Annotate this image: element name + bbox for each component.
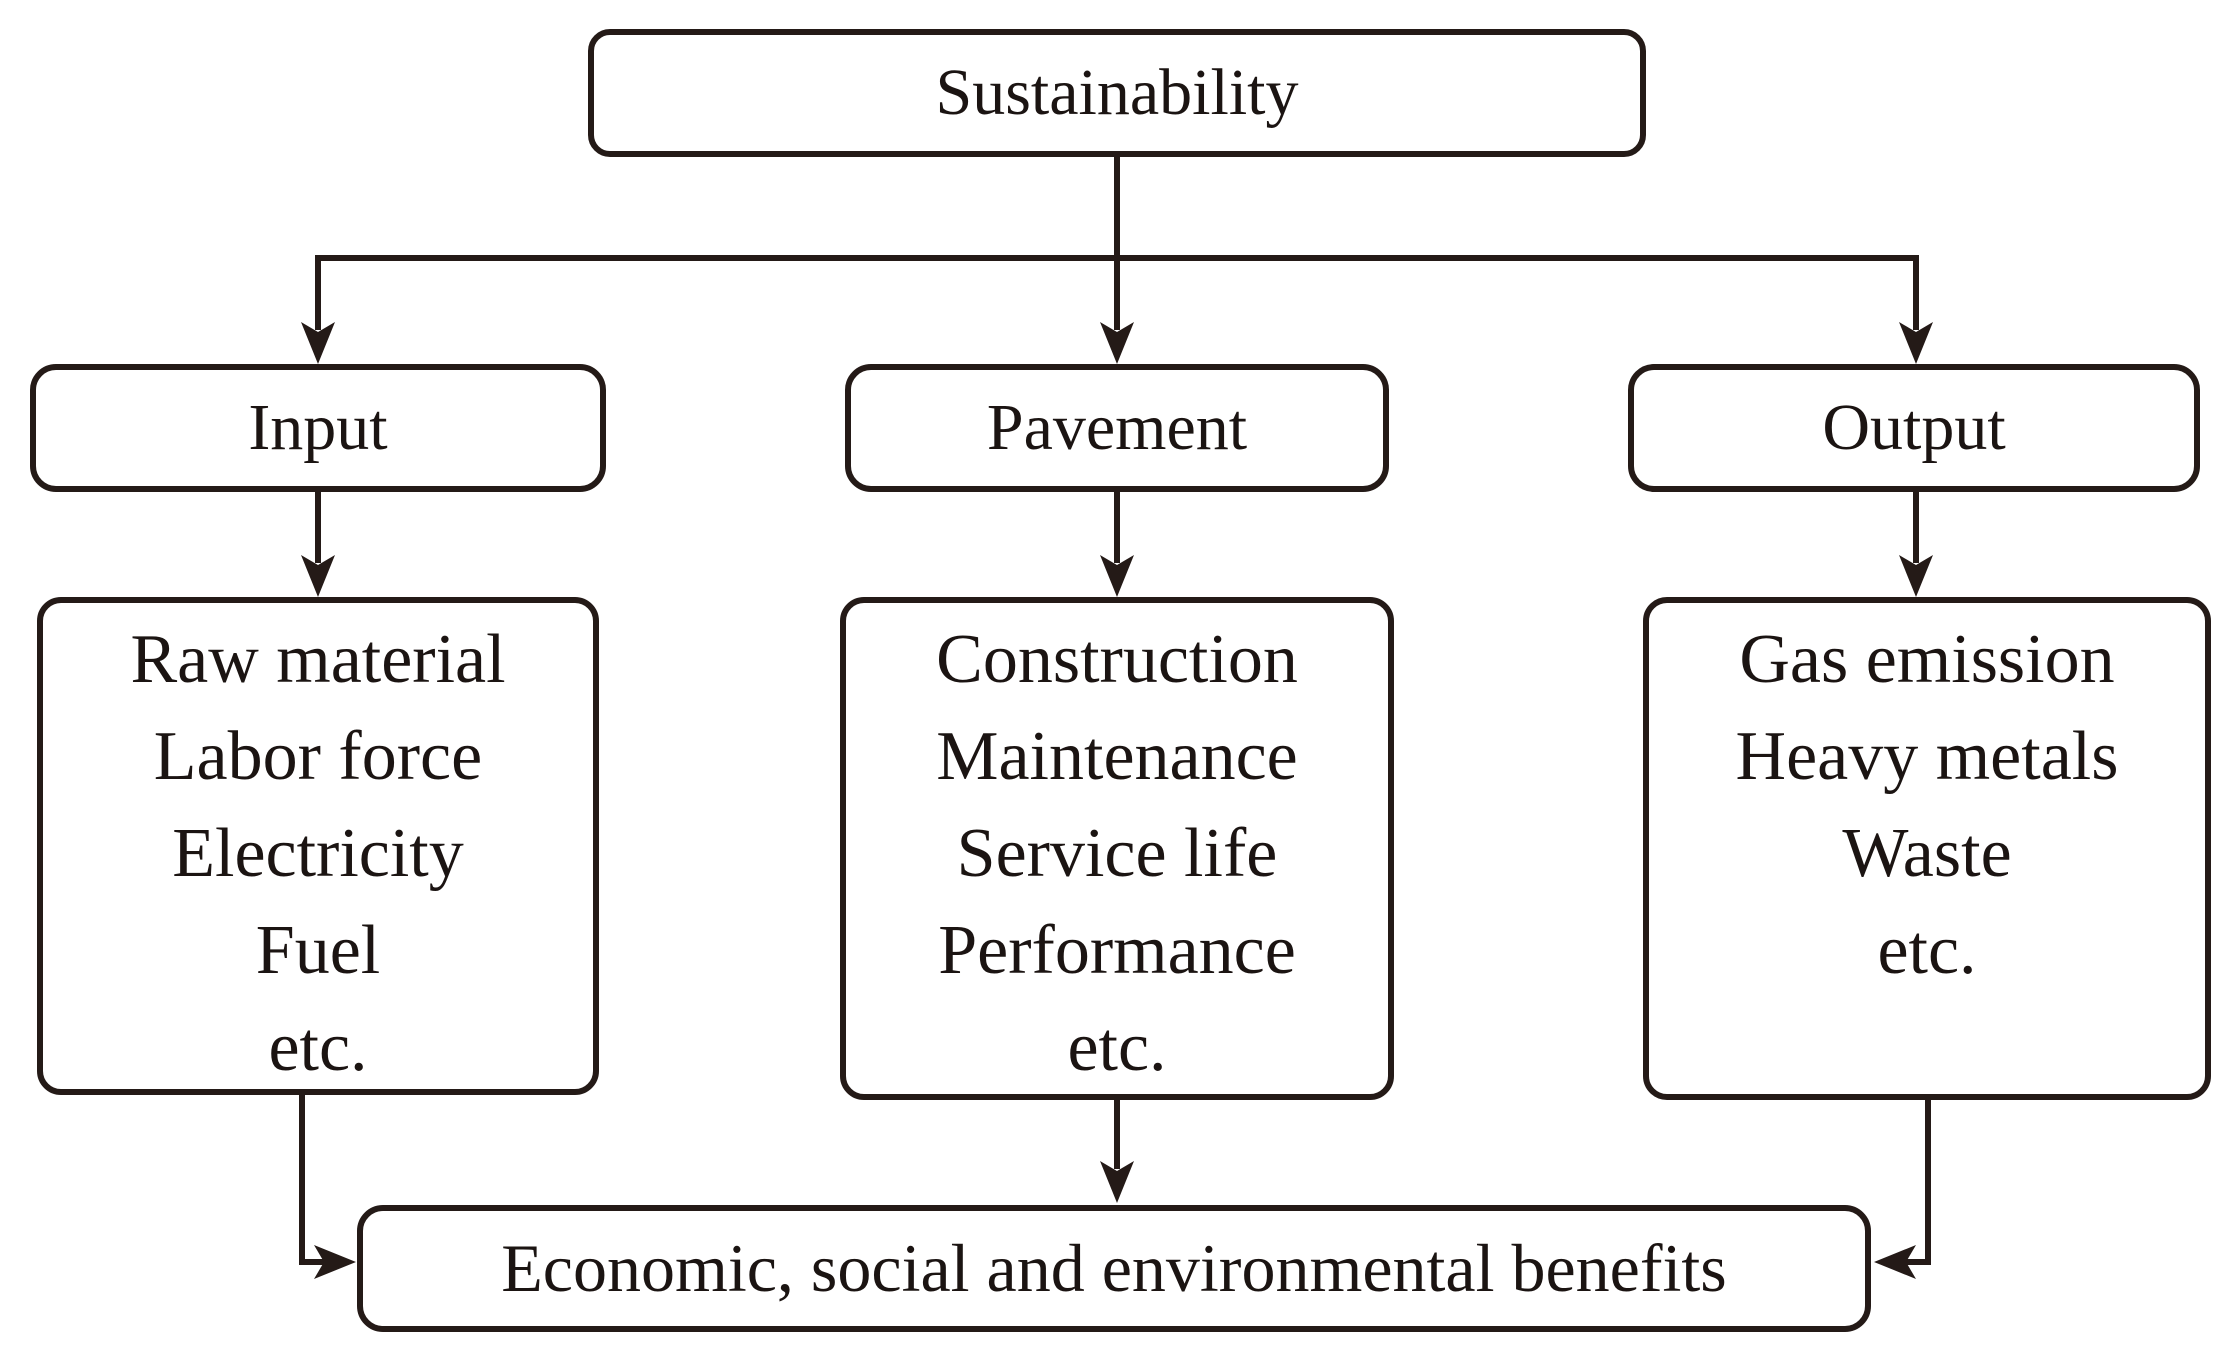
- output-item: etc.: [1877, 912, 1977, 989]
- arrowhead-into-input-detail: [301, 555, 335, 597]
- input-detail-box: Raw material Labor force Electricity Fue…: [37, 597, 599, 1095]
- pavement-item: Service life: [956, 815, 1278, 892]
- arrowhead-into-input: [301, 322, 335, 364]
- pavement-item: Maintenance: [936, 718, 1298, 795]
- benefits-box: Economic, social and environmental benef…: [357, 1205, 1871, 1332]
- input-label: Input: [248, 391, 388, 464]
- line-output-detail-to-benefits: [1906, 1097, 1931, 1265]
- output-item: Gas emission: [1739, 621, 2115, 698]
- arrowhead-into-benefits-top: [1100, 1161, 1134, 1203]
- input-item: Labor force: [153, 718, 483, 795]
- output-item: Heavy metals: [1735, 718, 2119, 795]
- arrowhead-into-output-detail: [1899, 555, 1933, 597]
- output-label: Output: [1822, 391, 2006, 464]
- line-input-detail-to-benefits: [299, 1092, 324, 1265]
- benefits-label: Economic, social and environmental benef…: [501, 1230, 1727, 1306]
- arrowhead-into-output: [1899, 322, 1933, 364]
- pavement-label: Pavement: [986, 391, 1248, 464]
- output-item: Waste: [1842, 815, 2012, 892]
- arrowhead-into-benefits-left: [314, 1245, 356, 1279]
- input-item: etc.: [268, 1009, 368, 1086]
- pavement-box: Pavement: [845, 364, 1389, 492]
- output-box: Output: [1628, 364, 2200, 492]
- pavement-item: Performance: [938, 912, 1296, 989]
- pavement-detail-box: Construction Maintenance Service life Pe…: [840, 597, 1394, 1100]
- arrowhead-into-pavement-detail: [1100, 555, 1134, 597]
- input-item: Raw material: [130, 621, 506, 698]
- input-item: Electricity: [172, 815, 464, 892]
- pavement-item: Construction: [936, 621, 1298, 698]
- input-box: Input: [30, 364, 606, 492]
- pavement-item: etc.: [1067, 1009, 1167, 1086]
- arrowhead-into-benefits-right: [1874, 1245, 1916, 1279]
- sustainability-box: Sustainability: [588, 29, 1646, 157]
- sustainability-label: Sustainability: [935, 56, 1299, 129]
- arrowhead-into-pavement: [1100, 322, 1134, 364]
- input-item: Fuel: [255, 912, 381, 989]
- output-detail-box: Gas emission Heavy metals Waste etc.: [1643, 597, 2211, 1100]
